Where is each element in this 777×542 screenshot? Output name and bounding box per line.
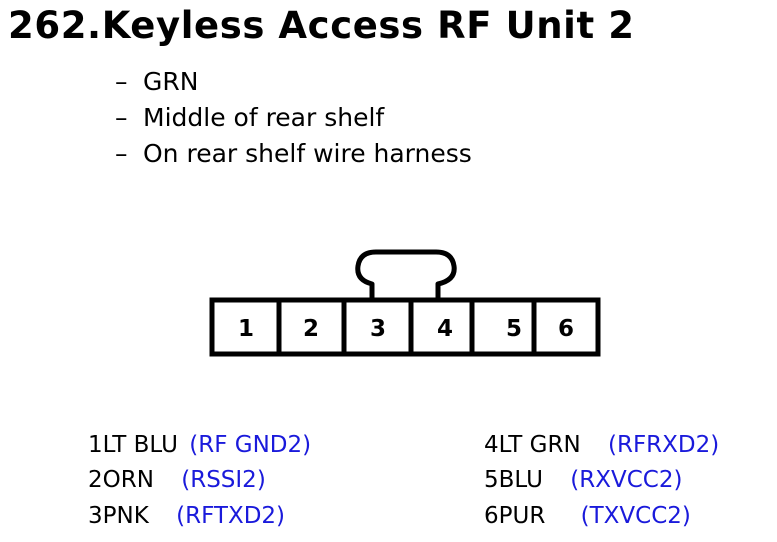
wire-color: PUR (498, 503, 546, 529)
connector-body (209, 297, 601, 357)
location-notes: –GRN –Middle of rear shelf –On rear shel… (115, 64, 472, 172)
bullet-item: –Middle of rear shelf (115, 100, 472, 136)
pinout-row: 6PUR (TXVCC2) (484, 503, 691, 531)
bullet-text: Middle of rear shelf (143, 103, 385, 132)
signal-name: (RFTXD2) (176, 503, 286, 529)
pinout-row: 2ORN (RSSI2) (88, 467, 266, 495)
pin-id: 1 (88, 432, 103, 458)
bullet-marker: – (115, 67, 128, 96)
page-title: 262.Keyless Access RF Unit 2 (8, 4, 635, 47)
bullet-marker: – (115, 139, 128, 168)
pinout-row: 1LT BLU (RF GND2) (88, 432, 311, 460)
signal-name: (RXVCC2) (570, 467, 683, 493)
bullet-marker: – (115, 103, 128, 132)
pin-id: 6 (484, 503, 499, 529)
pin-id: 4 (484, 432, 499, 458)
pin-id: 3 (88, 503, 103, 529)
wire-color: BLU (498, 467, 543, 493)
signal-name: (RF GND2) (189, 432, 312, 458)
pinout-row: 3PNK (RFTXD2) (88, 503, 285, 531)
wire-color: ORN (102, 467, 154, 493)
bullet-item: –On rear shelf wire harness (115, 136, 472, 172)
pin-id: 5 (484, 467, 499, 493)
wire-color: LT GRN (498, 432, 581, 458)
pin-number: 4 (437, 316, 453, 342)
signal-name: (TXVCC2) (580, 503, 691, 529)
signal-name: (RFRXD2) (607, 432, 720, 458)
bullet-item: –GRN (115, 64, 472, 100)
bullet-text: On rear shelf wire harness (143, 139, 472, 168)
pinout-row: 4LT GRN (RFRXD2) (484, 432, 719, 460)
connector-latch (355, 249, 457, 300)
signal-name: (RSSI2) (181, 467, 266, 493)
pin-number: 2 (303, 316, 319, 342)
pin-number: 1 (238, 316, 254, 342)
pin-number: 3 (370, 316, 386, 342)
bullet-text: GRN (143, 67, 199, 96)
pin-number: 5 (506, 316, 522, 342)
pin-id: 2 (88, 467, 103, 493)
wire-color: LT BLU (102, 432, 178, 458)
wire-color: PNK (102, 503, 149, 529)
pinout-row: 5BLU (RXVCC2) (484, 467, 682, 495)
pin-number: 6 (558, 316, 574, 342)
